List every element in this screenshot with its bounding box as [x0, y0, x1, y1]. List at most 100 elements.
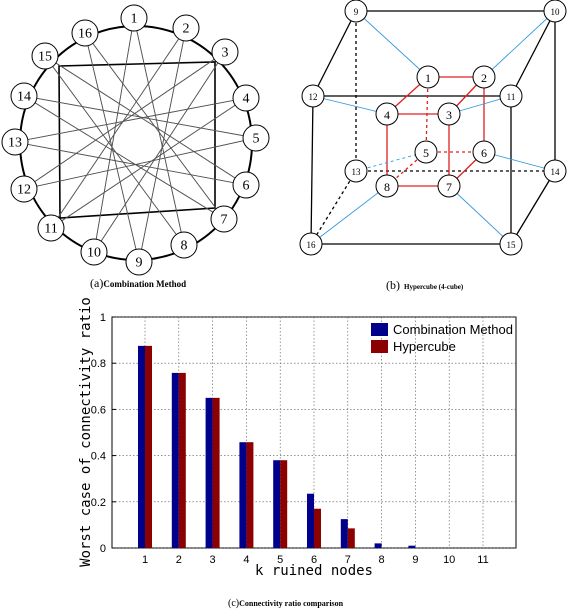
bar-combination [374, 543, 382, 548]
hypercube-node: 7 [437, 174, 461, 198]
node-circle [543, 159, 567, 183]
x-tick-label: 4 [243, 554, 249, 566]
node-label: 6 [243, 179, 250, 194]
node-circle [211, 38, 239, 66]
ring-node: 13 [1, 128, 29, 156]
caption-c-text: Connectivity ratio comparison [239, 599, 344, 608]
caption-a-letter: (a) [90, 276, 104, 290]
ring-node: 5 [242, 124, 270, 152]
x-tick-label: 3 [210, 554, 216, 566]
hypercube-edge [355, 10, 429, 78]
node-circle [344, 159, 368, 183]
x-tick-label: 7 [345, 554, 351, 566]
inner-square [58, 61, 216, 219]
ring-node: 15 [31, 42, 59, 70]
node-circle [543, 0, 567, 23]
ring-node: 12 [10, 175, 38, 203]
node-label: 2 [481, 71, 487, 85]
ring-node: 11 [37, 214, 65, 242]
node-circle [170, 231, 198, 259]
node-circle [416, 65, 440, 89]
hypercube-node: 15 [499, 232, 523, 256]
hypercube-edge [425, 76, 429, 153]
legend-swatch-combination [371, 323, 388, 336]
node-label: 16 [307, 240, 317, 250]
node-label: 11 [507, 92, 516, 102]
node-label: 1 [131, 12, 138, 27]
chord-lines [14, 17, 257, 263]
bar-hypercube [280, 460, 288, 548]
hypercube-edge [312, 10, 357, 97]
hypercube-edge [510, 170, 556, 245]
node-label: 9 [136, 256, 143, 271]
node-circle [10, 175, 38, 203]
hypercube-node: 4 [375, 102, 399, 126]
x-tick-label: 8 [379, 554, 385, 566]
y-tick-label: 0.4 [91, 451, 106, 463]
hypercube-edge [448, 185, 512, 245]
x-tick-label: 5 [277, 554, 283, 566]
node-circle [301, 84, 325, 108]
node-circle [120, 4, 148, 32]
hypercube-edge [510, 10, 556, 97]
legend-label-combination: Combination Method [393, 322, 513, 337]
node-label: 12 [17, 183, 31, 198]
node-label: 8 [384, 180, 390, 194]
caption-b: (b) Hypercube (4-cube) [386, 276, 463, 294]
node-label: 13 [8, 136, 22, 151]
hypercube-edge [483, 10, 556, 78]
node-label: 7 [446, 180, 452, 194]
chord-line [44, 55, 185, 246]
node-label: 15 [38, 50, 52, 65]
y-tick-label: 0.8 [91, 358, 106, 370]
node-circle [499, 84, 523, 108]
node-circle [172, 14, 200, 42]
hypercube-node: 11 [499, 84, 523, 108]
node-label: 4 [384, 108, 390, 122]
node-label: 3 [446, 108, 452, 122]
bar-hypercube [314, 508, 321, 548]
node-circle [125, 248, 153, 276]
node-circle [375, 174, 399, 198]
node-circle [210, 205, 238, 233]
ring-node: 14 [10, 82, 38, 110]
bar-hypercube [178, 372, 186, 548]
caption-b-text: Hypercube (4-cube) [404, 283, 464, 291]
bar-combination [273, 460, 281, 548]
x-axis-label: k ruined nodes [255, 563, 373, 579]
node-label: 2 [183, 22, 190, 37]
hypercube-edge [310, 170, 357, 245]
node-label: 14 [17, 90, 31, 105]
node-label: 11 [44, 222, 57, 237]
node-circle [242, 124, 270, 152]
ring-node: 9 [125, 248, 153, 276]
chord-line [50, 27, 187, 229]
node-circle [437, 174, 461, 198]
node-circle [344, 0, 368, 23]
hypercube-node: 2 [472, 65, 496, 89]
chord-line [44, 55, 247, 186]
caption-a-text: Combination Method [103, 279, 187, 289]
chord-line [23, 95, 225, 220]
legend-label-hypercube: Hypercube [393, 339, 456, 354]
hypercube-edge [483, 151, 556, 172]
node-label: 5 [423, 146, 429, 160]
hypercube-node: 12 [301, 84, 325, 108]
legend: Combination Method Hypercube [371, 322, 513, 354]
ring-node: 2 [172, 14, 200, 42]
legend-swatch-hypercube [371, 340, 388, 353]
hypercube-node: 9 [344, 0, 368, 23]
x-tick-label: 1 [142, 554, 148, 566]
chord-line [14, 141, 247, 186]
node-circle [299, 232, 323, 256]
ring-node: 4 [232, 84, 260, 112]
node-circle [1, 128, 29, 156]
node-label: 10 [551, 7, 561, 17]
ring-node: 16 [71, 19, 99, 47]
ring-node: 8 [170, 231, 198, 259]
ring-node: 3 [211, 38, 239, 66]
y-axis-label: Worst case of connectivity ratio [78, 297, 94, 567]
hypercube-node: 3 [437, 102, 461, 126]
x-tick-label: 10 [443, 554, 455, 566]
hypercube-node: 16 [299, 232, 323, 256]
